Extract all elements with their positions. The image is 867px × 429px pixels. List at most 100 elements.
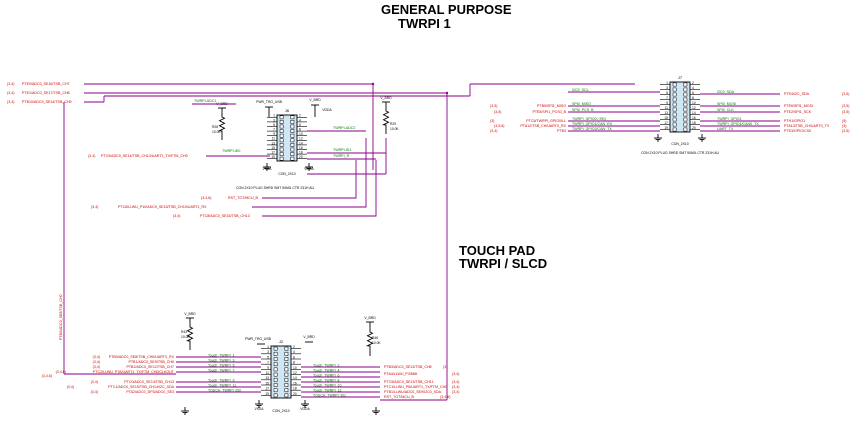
j7-pin-right: [683, 92, 688, 97]
j2-vdda-label: VDDA: [300, 407, 310, 411]
j6-net-adc2: TWRPI-ADC2: [333, 126, 355, 130]
j2-pin-number: 16: [293, 381, 297, 385]
r46-supply-label: V_BRD: [364, 316, 376, 320]
j7-pin-left: [672, 82, 677, 87]
j6-pin-left: [279, 147, 284, 152]
j7-right-ref: (3,5): [842, 104, 849, 108]
j2-pin-number: 8: [293, 361, 295, 365]
title-twrpi-slcd: TWRPI / SLCD: [459, 256, 548, 271]
j7-right-net: UART_TX: [717, 127, 734, 131]
j2-pin-number: 1: [267, 345, 269, 349]
j6-pin-number: 19: [271, 155, 275, 159]
j2-vbrd-label: V_BRD: [303, 335, 315, 339]
j2-pin-left: [273, 388, 278, 393]
j2-pin-number: 6: [293, 355, 295, 359]
top-input-net: PTE1/ADC0_SE17/TSB_CH8: [22, 91, 70, 95]
j7-right-signal: PTH1/GPIO1: [784, 119, 805, 123]
j6-pin-left: [279, 129, 284, 133]
j7-pin-number: 10: [692, 101, 696, 105]
j6-footprint: CON 2X10 PLUG SHRD SMT 50MIL CTR 231H AU: [236, 186, 314, 190]
j7-left-ref: (3): [490, 119, 494, 123]
j2-pin-right: [284, 377, 289, 382]
j7-right-ref: (3,5): [842, 110, 849, 114]
j7-right-signal: PTE4/I2C_SDA: [784, 92, 810, 96]
j2-pwr-label: PWR_TRG_USB: [245, 337, 272, 341]
j7-left-net: TWRPI_GPIO0 / IRQ: [572, 117, 606, 121]
j7-pin-number: 5: [666, 91, 668, 95]
j7-pin-number: 17: [664, 121, 668, 125]
top-input-net: PTE0/ADC0_SE16/TSB_CH7: [22, 82, 70, 86]
j2-pin-right: [284, 351, 289, 356]
j6-pin-number: 4: [299, 118, 301, 122]
j7-part-name: CON_2X10: [671, 142, 688, 146]
j6-pin-right: [290, 120, 295, 124]
top-input-net: PTB10/ADC0_SE14/TSB_CH9: [22, 100, 72, 104]
j6-side-ref: (3,4): [173, 214, 180, 218]
j2-left-ref: (3,4): [93, 360, 100, 364]
j7-right-signal: PTE6/SPI1_MOSI: [784, 104, 813, 108]
j2-pin-number: 13: [265, 376, 269, 380]
j2-right-net: Touch_TWRPI_12: [313, 388, 341, 392]
j7-left-signal: PTB5/SPI1_MISO: [537, 104, 566, 108]
j2-pin-number: 7: [267, 361, 269, 365]
j2-left-net: Touch_TWRPI_3: [208, 358, 235, 362]
j2-right-signal: PTB1/LLWU/ADC0_SE9/I2C0_SDA: [384, 390, 442, 394]
j2-pin-number: 10: [293, 366, 297, 370]
j7-pin-left: [672, 107, 677, 112]
j7-pin-number: 13: [664, 111, 668, 115]
j2-left-net: Touch_TWRPI_7: [208, 368, 235, 372]
j6-side-wire: [262, 160, 357, 199]
j2-left-net: TOUCH_TWRPI_ID0: [208, 388, 241, 392]
j7-pin-right: [683, 122, 688, 127]
j7-right-ref: (5): [842, 119, 846, 123]
top-input-ref: (3,4): [7, 91, 14, 95]
j6-side-wire: [252, 138, 367, 208]
j2-left-ref: (3,4): [93, 365, 100, 369]
j7-pin-left: [672, 102, 677, 107]
j6-net-id1: TWRPI-ID1: [333, 148, 351, 152]
junction-dot: [445, 91, 449, 95]
j6-pin-number: 13: [271, 141, 275, 145]
j2-part-name: CON_2X10: [272, 409, 289, 413]
j7-pin-left: [672, 97, 677, 102]
j2-pin-left: [273, 383, 278, 387]
j6-pin-number: 3: [273, 118, 275, 122]
j2-right-ref: (3): [443, 365, 447, 369]
j7-pin-number: 16: [692, 116, 696, 120]
r46-resistor: [365, 322, 374, 356]
j7-pin-right: [683, 97, 688, 102]
j6-side-ref: (3,4): [88, 154, 95, 158]
j2-right-ref: (3,4): [452, 385, 459, 389]
j2-pin-number: 14: [293, 376, 297, 380]
j6-pin-right: [290, 115, 295, 120]
j2-pin-right: [284, 393, 289, 398]
j2-pin-number: 12: [293, 371, 297, 375]
j7-pin-number: 1: [666, 81, 668, 85]
j6-part-name: CON_2X10: [278, 172, 295, 176]
j2-pin-right: [284, 357, 289, 361]
j7-left-ref: (3,5,6): [494, 124, 504, 128]
j6-pin-left: [279, 124, 284, 129]
j7-pin-left: [672, 112, 677, 117]
j7-pin-number: 3: [666, 86, 668, 90]
j7-pin-right: [683, 107, 688, 112]
j2-left-ref: (3,4): [93, 355, 100, 359]
r29-resistor: [381, 102, 390, 134]
j6-vssa-label: VSSA: [262, 167, 272, 171]
j2-left-signal: PTC1/ADC0_SE15/TSB_CH14/I2C_SDA: [108, 385, 174, 389]
j6-net-r: TWRPI_R: [333, 154, 350, 158]
j2-left-ref: (3,4): [91, 390, 98, 394]
j6-vdda-bottom: VDDA: [304, 167, 314, 171]
j7-pin-left: [672, 117, 677, 122]
j2-pin-right: [284, 346, 289, 351]
r29-supply-label: V_BRD: [380, 96, 392, 100]
j2-left-net: Touch_TWRPI_1: [208, 353, 235, 357]
j2-left-net: Touch_TWRPI_5: [208, 363, 235, 367]
j2-pin-right: [284, 383, 289, 387]
r46-value: 10.0K: [372, 341, 381, 345]
j7-ref: J7: [678, 75, 683, 80]
j2-right-signal: PTC5/ADC0_SE13/TSB_CH11: [384, 380, 433, 384]
j6-pin-left: [279, 120, 284, 124]
j7-left-net: TWRPI_GPIO1/CAN_RX: [572, 122, 613, 126]
j2-right-net: Touch_TWRPI_4: [313, 368, 340, 372]
